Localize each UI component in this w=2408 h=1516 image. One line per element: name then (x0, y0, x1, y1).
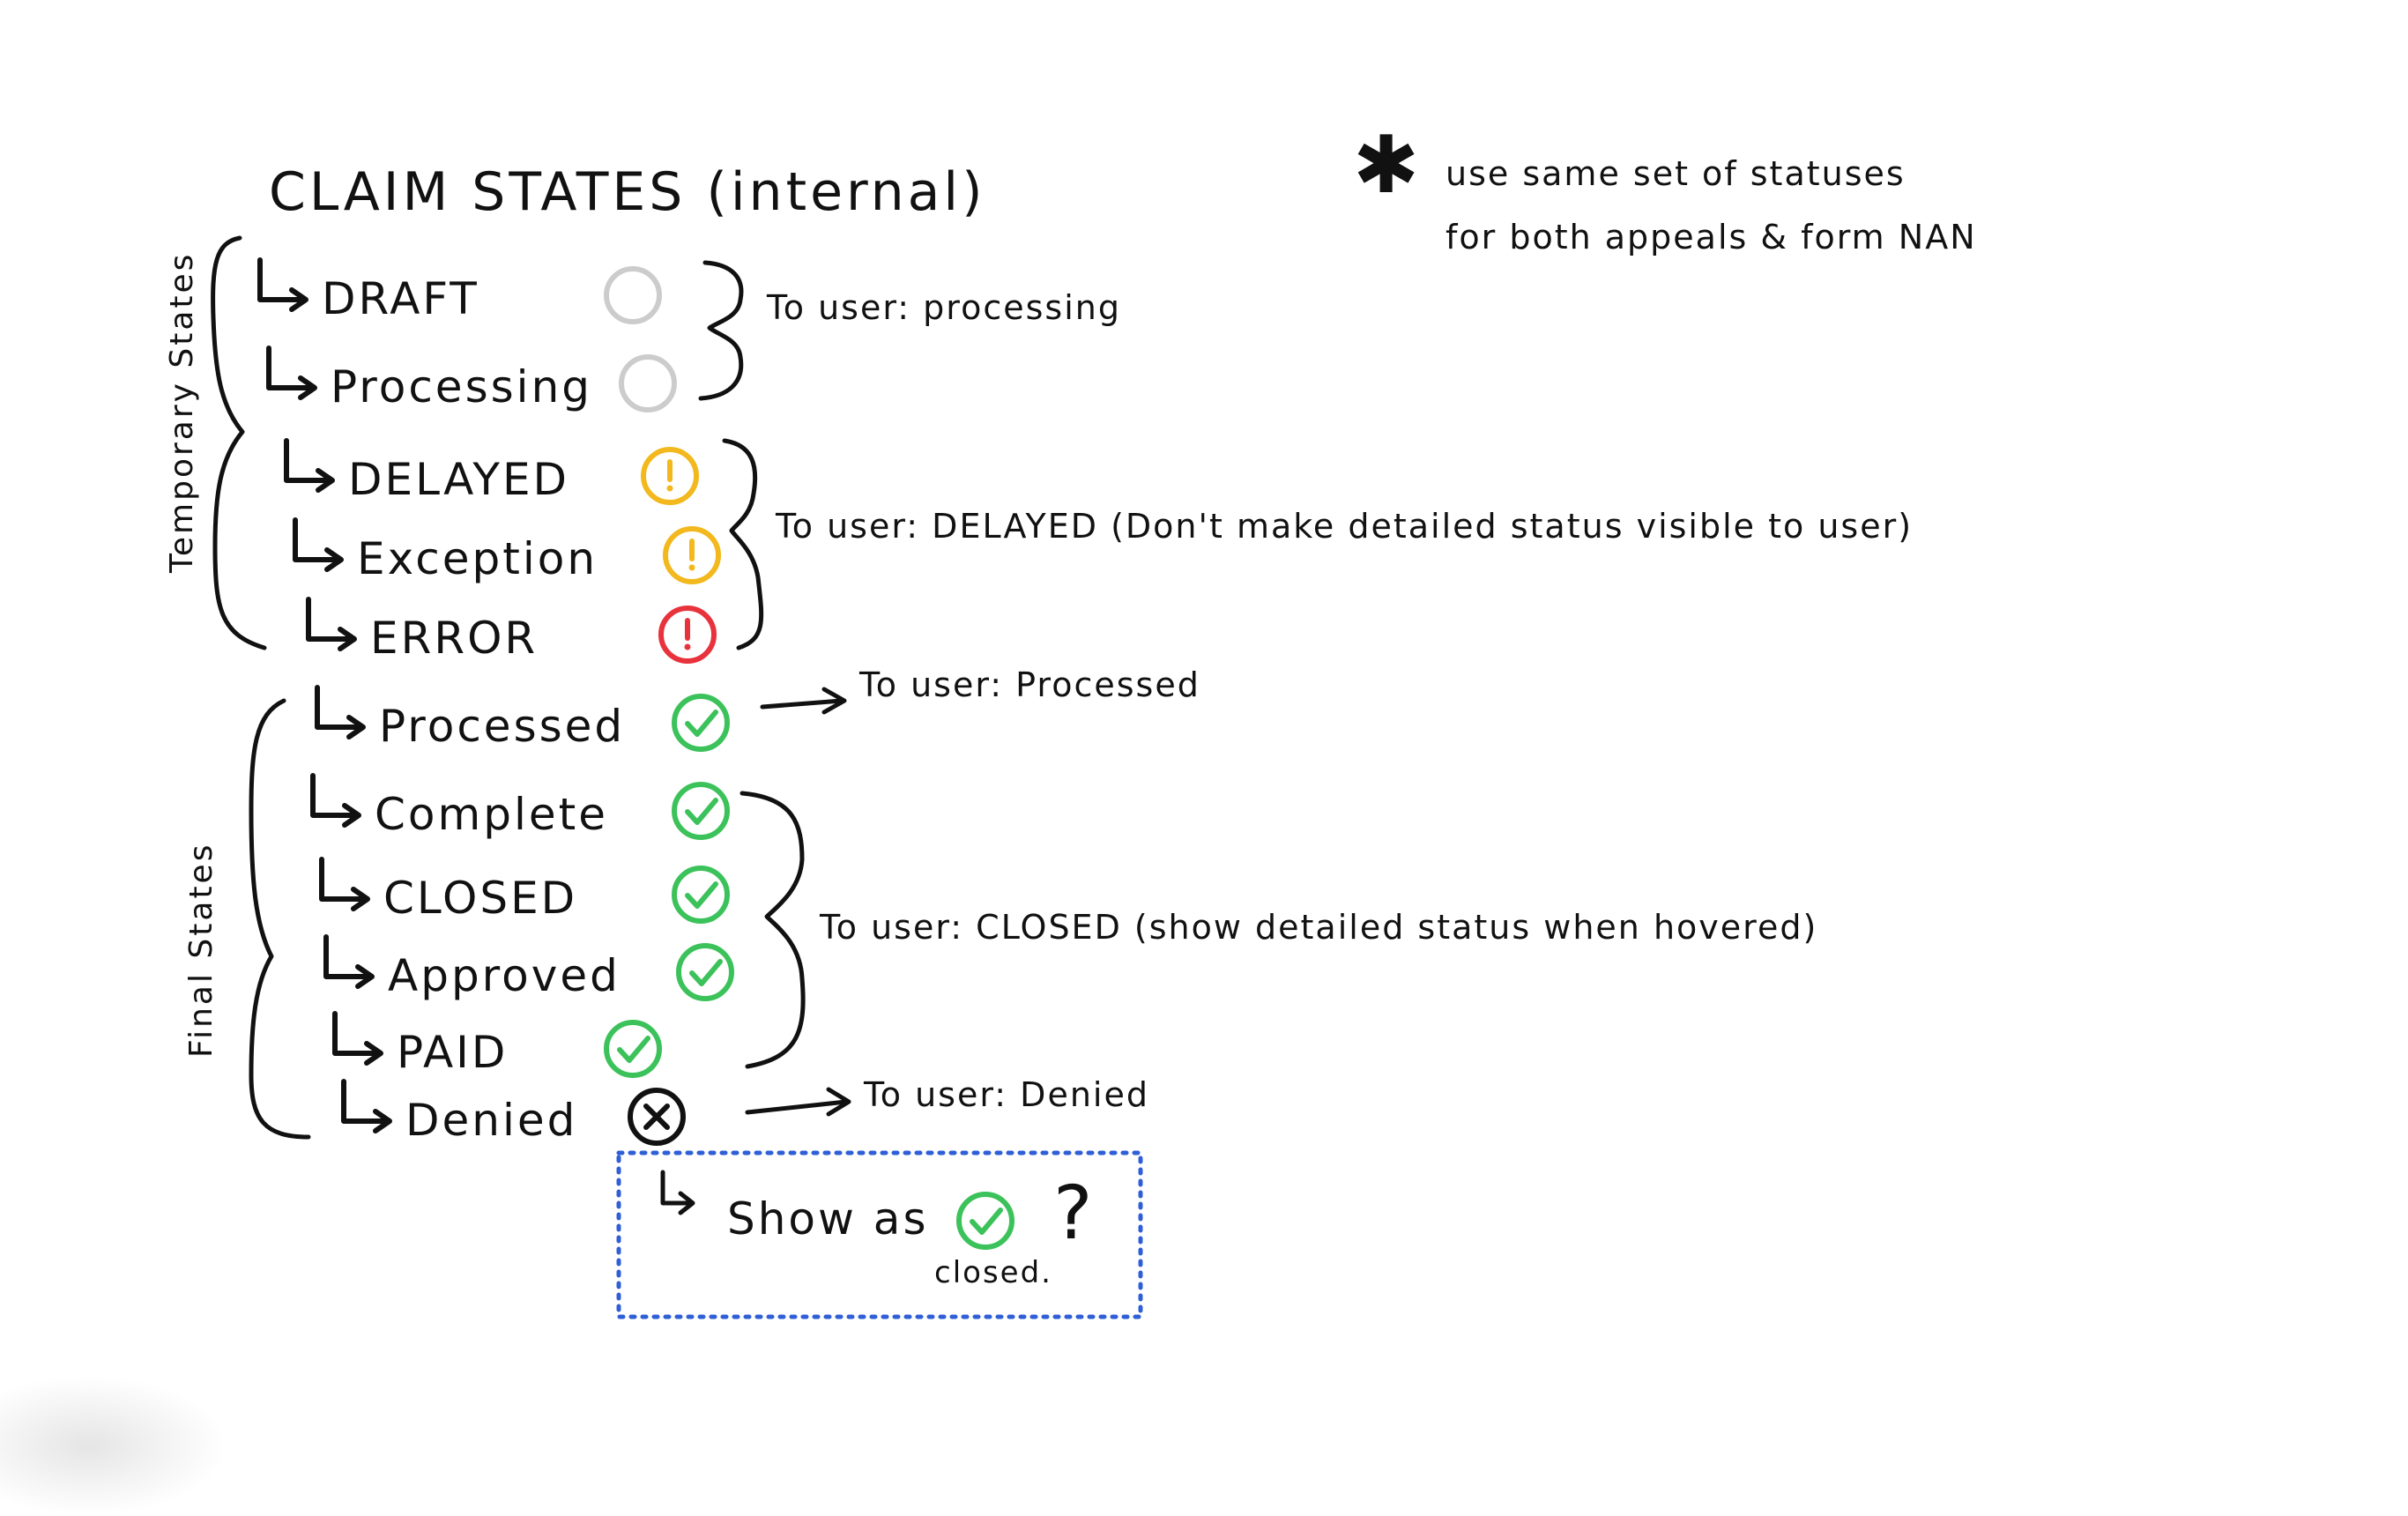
branch-arrow (306, 597, 355, 642)
state-row: Denied (341, 1079, 686, 1146)
branch-arrow (315, 685, 364, 730)
denied-box-text: Show as (727, 1193, 929, 1245)
branch-arrow (257, 257, 307, 302)
final-states-label: Final States (183, 843, 219, 1058)
state-row: Approved (323, 934, 734, 1001)
final-states-brace (249, 698, 311, 1140)
empty-circle-icon (619, 354, 677, 412)
processed-arrow-head (821, 687, 847, 715)
state-row: DRAFT (257, 257, 662, 324)
branch-arrow (310, 773, 360, 818)
state-label: Complete (375, 789, 608, 840)
branch-arrow (284, 438, 333, 483)
top-note-line-1: use same set of statuses (1446, 154, 1906, 193)
branch-arrow-head (355, 964, 375, 989)
branch-arrow-head (351, 887, 370, 911)
claim-states-sketch: CLAIM STATES (internal) ✱ use same set o… (164, 119, 1977, 1319)
x-circle-icon (628, 1088, 686, 1146)
branch-arrow-head (289, 287, 308, 312)
state-label: DRAFT (322, 273, 479, 324)
delayed-note: To user: DELAYED (Don't make detailed st… (775, 507, 1913, 546)
check-circle-icon (676, 943, 734, 1001)
closed-note: To user: CLOSED (show detailed status wh… (819, 908, 1817, 947)
denied-box-corner-arrow (660, 1170, 695, 1206)
state-label: DELAYED (348, 454, 569, 505)
branch-arrow (332, 1011, 382, 1056)
state-label: Approved (388, 950, 621, 1001)
branch-arrow-head (346, 715, 366, 739)
state-row: Exception (293, 517, 721, 584)
branch-arrow (293, 517, 342, 562)
asterisk-icon: ✱ (1353, 119, 1419, 212)
whiteboard-canvas: CLAIM STATES (internal) ✱ use same set o… (164, 119, 1977, 1319)
diagram-title: CLAIM STATES (internal) (269, 161, 986, 223)
branch-arrow-head (298, 375, 317, 400)
check-circle-icon (672, 866, 730, 924)
branch-arrow-head (342, 803, 361, 828)
denied-box-subtext: closed. (934, 1255, 1052, 1290)
check-circle-icon (604, 1020, 662, 1078)
check-circle-icon (956, 1192, 1014, 1250)
branch-arrow-head (373, 1109, 392, 1133)
exclamation-circle-icon (658, 606, 717, 664)
exclamation-circle-icon (641, 447, 699, 505)
top-note-line-2: for both appeals & form NAN (1446, 218, 1977, 256)
state-label: Denied (405, 1095, 577, 1146)
state-row: ERROR (306, 597, 717, 664)
branch-arrow (319, 857, 368, 902)
state-label: Exception (357, 533, 598, 584)
branch-arrow-head (324, 547, 344, 572)
branch-arrow (341, 1079, 390, 1124)
state-row: Processing (266, 346, 677, 412)
state-row: Complete (310, 773, 730, 840)
state-row: CLOSED (319, 857, 730, 924)
exclamation-circle-icon (663, 526, 721, 584)
processed-note: To user: Processed (858, 665, 1200, 704)
state-label: CLOSED (383, 873, 577, 924)
state-row: Processed (315, 685, 730, 752)
processing-group-brace (698, 260, 744, 401)
processed-arrow (760, 698, 844, 710)
denied-arrow (745, 1099, 849, 1115)
state-row: PAID (332, 1011, 662, 1078)
temporary-states-label: Temporary States (164, 252, 200, 574)
denied-note: To user: Denied (863, 1075, 1149, 1114)
temporary-states-brace (211, 235, 267, 650)
check-circle-icon (672, 694, 730, 752)
closed-group-brace (739, 791, 806, 1069)
branch-arrow (266, 346, 316, 390)
check-circle-icon (672, 782, 730, 840)
question-mark: ? (1053, 1170, 1093, 1256)
delayed-group-brace (722, 438, 764, 650)
empty-circle-icon (604, 266, 662, 324)
branch-arrow-head (338, 627, 357, 651)
state-label: Processed (379, 701, 625, 752)
branch-arrow-head (364, 1041, 383, 1066)
check-circle-icon (956, 1192, 1014, 1250)
state-label: Processing (331, 361, 592, 412)
denied-box-corner-arrow-head (678, 1191, 695, 1215)
state-row: DELAYED (284, 438, 699, 505)
state-label: ERROR (370, 613, 538, 664)
denied-arrow-head (826, 1087, 851, 1117)
state-label: PAID (397, 1027, 508, 1078)
processing-note: To user: processing (766, 288, 1121, 327)
branch-arrow-head (316, 468, 335, 493)
branch-arrow (323, 934, 373, 979)
